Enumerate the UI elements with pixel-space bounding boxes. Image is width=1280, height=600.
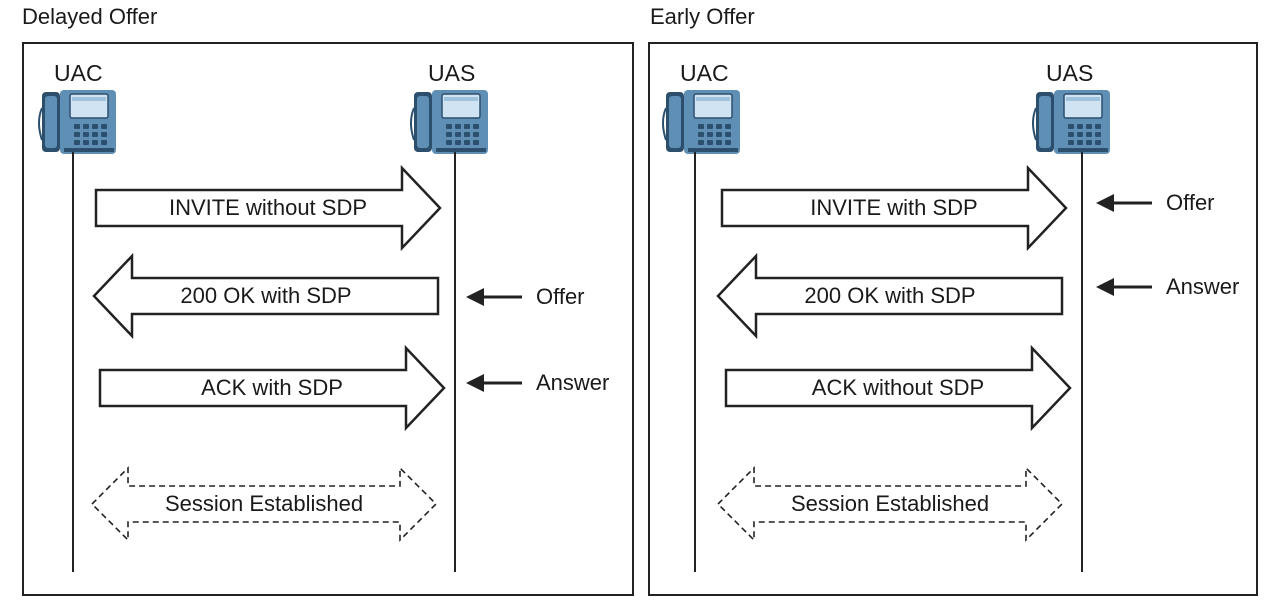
answer-note: Answer: [1096, 274, 1239, 300]
note-label: Answer: [536, 370, 610, 395]
uac-phone-icon: [36, 88, 120, 156]
uac-lifeline: [72, 152, 74, 572]
uas-phone-icon: [408, 88, 492, 156]
message-label: INVITE without SDP: [168, 195, 368, 220]
left-arrow-icon: [466, 374, 522, 392]
uas-label: UAS: [428, 60, 476, 86]
uac-lifeline: [694, 152, 696, 572]
message-label: Session Established: [164, 491, 364, 516]
early-offer-title: Early Offer: [650, 4, 755, 29]
left-arrow-icon: [466, 288, 522, 306]
offer-note: Offer: [466, 284, 585, 310]
uas-phone-icon: [1030, 88, 1114, 156]
early-offer-panel: UAC UAS INVITE with SDP 200 OK with SDP …: [648, 42, 1258, 596]
uas-lifeline: [1081, 152, 1083, 572]
left-arrow-icon: [1096, 194, 1152, 212]
message-arrow-ack: ACK without SDP: [724, 344, 1072, 432]
session-established-arrow: Session Established: [90, 464, 438, 544]
message-label: 200 OK with SDP: [180, 283, 352, 308]
message-arrow-invite: INVITE with SDP: [720, 164, 1068, 252]
uac-phone-icon: [660, 88, 744, 156]
message-label: INVITE with SDP: [810, 195, 978, 220]
message-arrow-invite: INVITE without SDP: [94, 164, 442, 252]
note-label: Offer: [1166, 190, 1215, 215]
note-label: Offer: [536, 284, 585, 309]
uac-label: UAC: [54, 60, 103, 86]
session-established-arrow: Session Established: [716, 464, 1064, 544]
message-arrow-200ok: 200 OK with SDP: [92, 252, 440, 340]
offer-note: Offer: [1096, 190, 1215, 216]
uas-lifeline: [454, 152, 456, 572]
uas-label: UAS: [1046, 60, 1094, 86]
message-label: Session Established: [790, 491, 990, 516]
uac-label: UAC: [680, 60, 729, 86]
answer-note: Answer: [466, 370, 609, 396]
note-label: Answer: [1166, 274, 1240, 299]
delayed-offer-panel: UAC UAS INVITE without SDP 200 OK with S…: [22, 42, 634, 596]
delayed-offer-title: Delayed Offer: [22, 4, 158, 29]
left-arrow-icon: [1096, 278, 1152, 296]
message-arrow-200ok: 200 OK with SDP: [716, 252, 1064, 340]
message-label: ACK with SDP: [201, 375, 343, 400]
message-label: ACK without SDP: [811, 375, 985, 400]
message-arrow-ack: ACK with SDP: [98, 344, 446, 432]
message-label: 200 OK with SDP: [804, 283, 976, 308]
